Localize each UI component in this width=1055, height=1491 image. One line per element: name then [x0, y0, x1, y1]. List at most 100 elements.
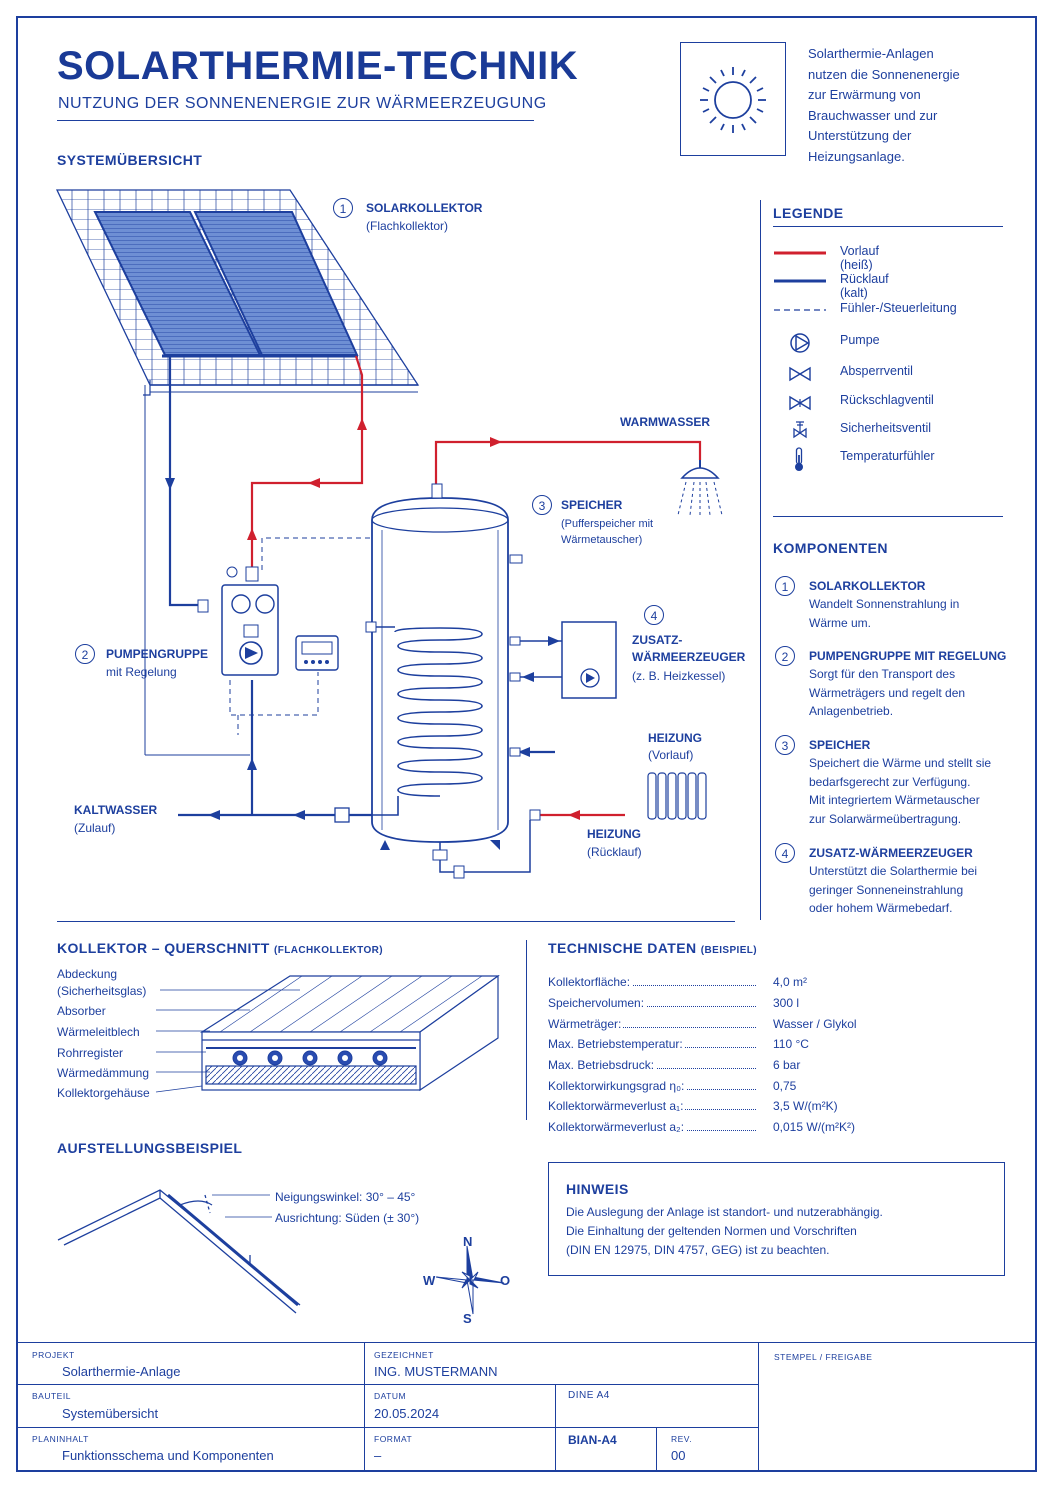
solar-collector-graphic: [93, 211, 359, 358]
flow-arrows-blue: [165, 478, 530, 820]
radiator-graphic: [647, 772, 707, 820]
sun-box: [680, 42, 786, 156]
coldwater-sub: (Zulauf): [74, 821, 116, 835]
collector-label: SOLARKOLLEKTOR: [366, 201, 483, 215]
flow-pipes: [250, 355, 702, 817]
tb-gezeichnet: ING. MUSTERMANN: [374, 1364, 498, 1379]
sun-icon: [700, 67, 766, 133]
coldwater-label: KALTWASSER: [74, 803, 158, 817]
thermometer-icon: [795, 447, 803, 471]
aux-callout: 4: [644, 605, 664, 625]
flow-arrows-red: [247, 418, 580, 820]
titleblock-rule: [16, 1427, 758, 1428]
controller-graphic: [295, 635, 339, 671]
note-box: HINWEIS Die Auslegung der Anlage ist sta…: [548, 1162, 1005, 1276]
tb-datum-label: DATUM: [374, 1391, 407, 1401]
tech-row: Wärmeträger:Wasser / Glykol: [548, 1017, 857, 1031]
tech-title: TECHNISCHE DATEN (BEISPIEL): [548, 940, 758, 956]
titleblock-vrule: [555, 1384, 556, 1472]
tb-dine: DINE A4: [568, 1390, 610, 1401]
red-line-icon: [774, 251, 826, 255]
blue-line-icon: [774, 279, 826, 283]
warmwater-label: WARMWASSER: [620, 415, 710, 429]
page-title: SOLARTHERMIE-TECHNIK: [57, 44, 579, 88]
cs-label-cover-sub: (Sicherheitsglas): [57, 984, 147, 998]
cs-label-cover: Abdeckung: [57, 967, 118, 981]
aux-heater-graphic: [520, 621, 617, 699]
tech-row: Kollektorfläche:4,0 m²: [548, 975, 808, 989]
titleblock-rule: [16, 1384, 758, 1385]
tb-rev: 00: [671, 1448, 686, 1463]
column-divider: [760, 200, 761, 920]
cs-label-absorber: Absorber: [57, 1004, 106, 1018]
collector-callout: 1: [333, 198, 353, 218]
cs-label-fin: Wärmeleitblech: [57, 1025, 140, 1039]
tech-row: Kollektorwärmeverlust a₁:3,5 W/(m²K): [548, 1099, 838, 1113]
tb-stempel-label: STEMPEL / FREIGABE: [774, 1352, 873, 1362]
collector-cross-section: [155, 974, 500, 1093]
note-text: Die Auslegung der Anlage ist standort- u…: [566, 1205, 883, 1257]
tech-row: Speichervolumen:300 l: [548, 996, 800, 1010]
heating-flow-label: HEIZUNG: [648, 731, 702, 745]
compass-o: O: [500, 1273, 511, 1288]
cs-label-insulation: Wärmedämmung: [57, 1066, 150, 1080]
cs-label-housing: Kollektorgehäuse: [57, 1086, 150, 1100]
tb-bauteil-label: BAUTEIL: [32, 1391, 71, 1401]
drawing-frame: [16, 16, 1037, 1472]
tb-planinhalt-label: PLANINHALT: [32, 1434, 89, 1444]
tb-rev-label: REV.: [671, 1434, 693, 1444]
section-vrule: [526, 940, 527, 1120]
pump-group-graphic: [197, 566, 279, 676]
overview-title: SYSTEMÜBERSICHT: [57, 152, 203, 168]
cs-label-tubes: Rohrregister: [57, 1046, 124, 1060]
aux-label: ZUSATZ-WÄRMEERZEUGER: [632, 633, 746, 664]
pump-label: PUMPENGRUPPE: [106, 647, 209, 661]
cold-water-valve: [334, 807, 350, 823]
compass-n: N: [463, 1234, 473, 1249]
installation-roof: [57, 1189, 301, 1314]
tech-row: Kollektorwärmeverlust a₂:0,015 W/(m²K²): [548, 1120, 856, 1134]
title-underline: [57, 120, 534, 121]
compass-icon: [435, 1245, 505, 1315]
aux-sub: (z. B. Heizkessel): [632, 669, 726, 683]
tb-bauteil: Systemübersicht: [62, 1406, 159, 1421]
orientation-text: Ausrichtung: Süden (± 30°): [275, 1211, 420, 1225]
note-title: HINWEIS: [566, 1181, 629, 1197]
titleblock-vrule: [364, 1342, 365, 1472]
pump-callout: 2: [75, 644, 95, 664]
cross-section-title: KOLLEKTOR – QUERSCHNITT (FLACHKOLLEKTOR): [57, 940, 384, 956]
tech-row: Max. Betriebstemperatur:110 °C: [548, 1037, 809, 1051]
components-title: KOMPONENTEN: [773, 540, 888, 556]
heating-return-label: HEIZUNG: [587, 827, 641, 841]
compass-s: S: [463, 1311, 472, 1326]
storage-callout: 3: [532, 495, 552, 515]
tilt-text: Neigungswinkel: 30° – 45°: [275, 1190, 416, 1204]
tb-format: –: [374, 1448, 382, 1463]
section-rule: [57, 921, 735, 922]
tb-projekt: Solarthermie-Anlage: [62, 1364, 181, 1379]
tb-datum: 20.05.2024: [374, 1406, 440, 1421]
pump-icon: [790, 333, 810, 353]
tech-row: Max. Betriebsdruck:6 bar: [548, 1058, 801, 1072]
tb-bian: BIAN-A4: [568, 1433, 617, 1447]
check-valve-icon: [789, 395, 811, 411]
pump-sub: mit Regelung: [106, 665, 177, 679]
heating-flow-sub: (Vorlauf): [648, 748, 694, 762]
titleblock-vrule: [656, 1427, 657, 1472]
collector-sub: (Flachkollektor): [366, 219, 449, 233]
safety-valve-icon: [793, 421, 807, 439]
tb-planinhalt: Funktionsschema und Komponenten: [62, 1448, 274, 1463]
storage-label: SPEICHER: [561, 498, 623, 512]
dashed-line-icon: [774, 309, 826, 311]
titleblock-top: [16, 1342, 1037, 1343]
page-subtitle: NUTZUNG DER SONNENENERGIE ZUR WÄRMEERZEU…: [58, 95, 547, 112]
tb-gezeichnet-label: GEZEICHNET: [374, 1350, 434, 1360]
tb-projekt-label: PROJEKT: [32, 1350, 75, 1360]
titleblock-vrule: [758, 1342, 759, 1472]
compass-w: W: [423, 1273, 436, 1288]
shutoff-valve-icon: [789, 366, 811, 382]
shower-graphic: [677, 460, 723, 516]
installation-title: AUFSTELLUNGSBEISPIEL: [57, 1140, 243, 1156]
